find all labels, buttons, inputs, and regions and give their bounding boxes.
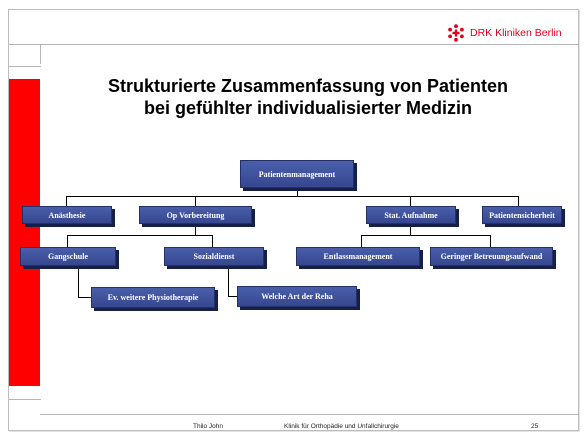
footer-line — [40, 414, 579, 415]
org-box-patientenmanagement: Patientenmanagement — [240, 160, 354, 188]
connector — [361, 235, 491, 236]
logo-text: DRK Kliniken Berlin — [470, 27, 562, 39]
title-line-1: Strukturierte Zusammenfassung von Patien… — [107, 76, 509, 96]
connector — [297, 188, 298, 197]
left-accent-line-top — [9, 66, 41, 67]
drk-logo: DRK Kliniken Berlin — [447, 24, 562, 42]
connector — [410, 224, 411, 236]
org-box-ev-weitere-physiotherapie: Ev. weitere Physiotherapie — [91, 287, 215, 308]
connector — [490, 235, 491, 247]
header-line — [9, 44, 579, 45]
connector — [67, 235, 68, 247]
org-box-anaesthesie: Anästhesie — [22, 206, 112, 224]
connector — [78, 266, 79, 298]
slide-frame — [8, 9, 579, 431]
red-cross-ring-icon — [448, 24, 464, 42]
red-accent-bar — [9, 79, 40, 386]
footer-page-number: 25 — [531, 423, 539, 430]
connector — [195, 224, 196, 236]
slide-title: Strukturierte Zusammenfassung von Patien… — [48, 75, 568, 119]
left-vertical-line — [40, 44, 41, 64]
org-box-patientensicherheit: Patientensicherheit — [482, 206, 562, 224]
connector — [67, 235, 213, 236]
org-box-geringer-betreuungsaufwand: Geringer Betreuungsaufwand — [430, 247, 553, 266]
org-box-op-vorbereitung: Op Vorbereitung — [139, 206, 252, 224]
footer-author: Thilo John — [193, 423, 223, 430]
connector — [212, 235, 213, 247]
org-box-entlassmanagement: Entlassmanagement — [296, 247, 420, 266]
org-box-sozialdienst: Sozialdienst — [164, 247, 264, 266]
connector — [66, 196, 519, 197]
footer-clinic: Klinik für Orthopädie und Unfallchirurgi… — [284, 423, 399, 430]
org-box-stat-aufnahme: Stat. Aufnahme — [366, 206, 456, 224]
org-box-welche-art-der-reha: Welche Art der Reha — [237, 286, 357, 307]
connector — [78, 297, 91, 298]
connector — [410, 196, 411, 206]
connector — [228, 296, 237, 297]
org-box-gangschule: Gangschule — [20, 247, 116, 266]
left-accent-line-bottom — [9, 399, 41, 400]
connector — [518, 196, 519, 206]
connector — [228, 266, 229, 297]
connector — [361, 235, 362, 247]
connector — [195, 196, 196, 206]
connector — [66, 196, 67, 206]
title-line-2: bei gefühlter individualisierter Medizin — [143, 98, 473, 118]
